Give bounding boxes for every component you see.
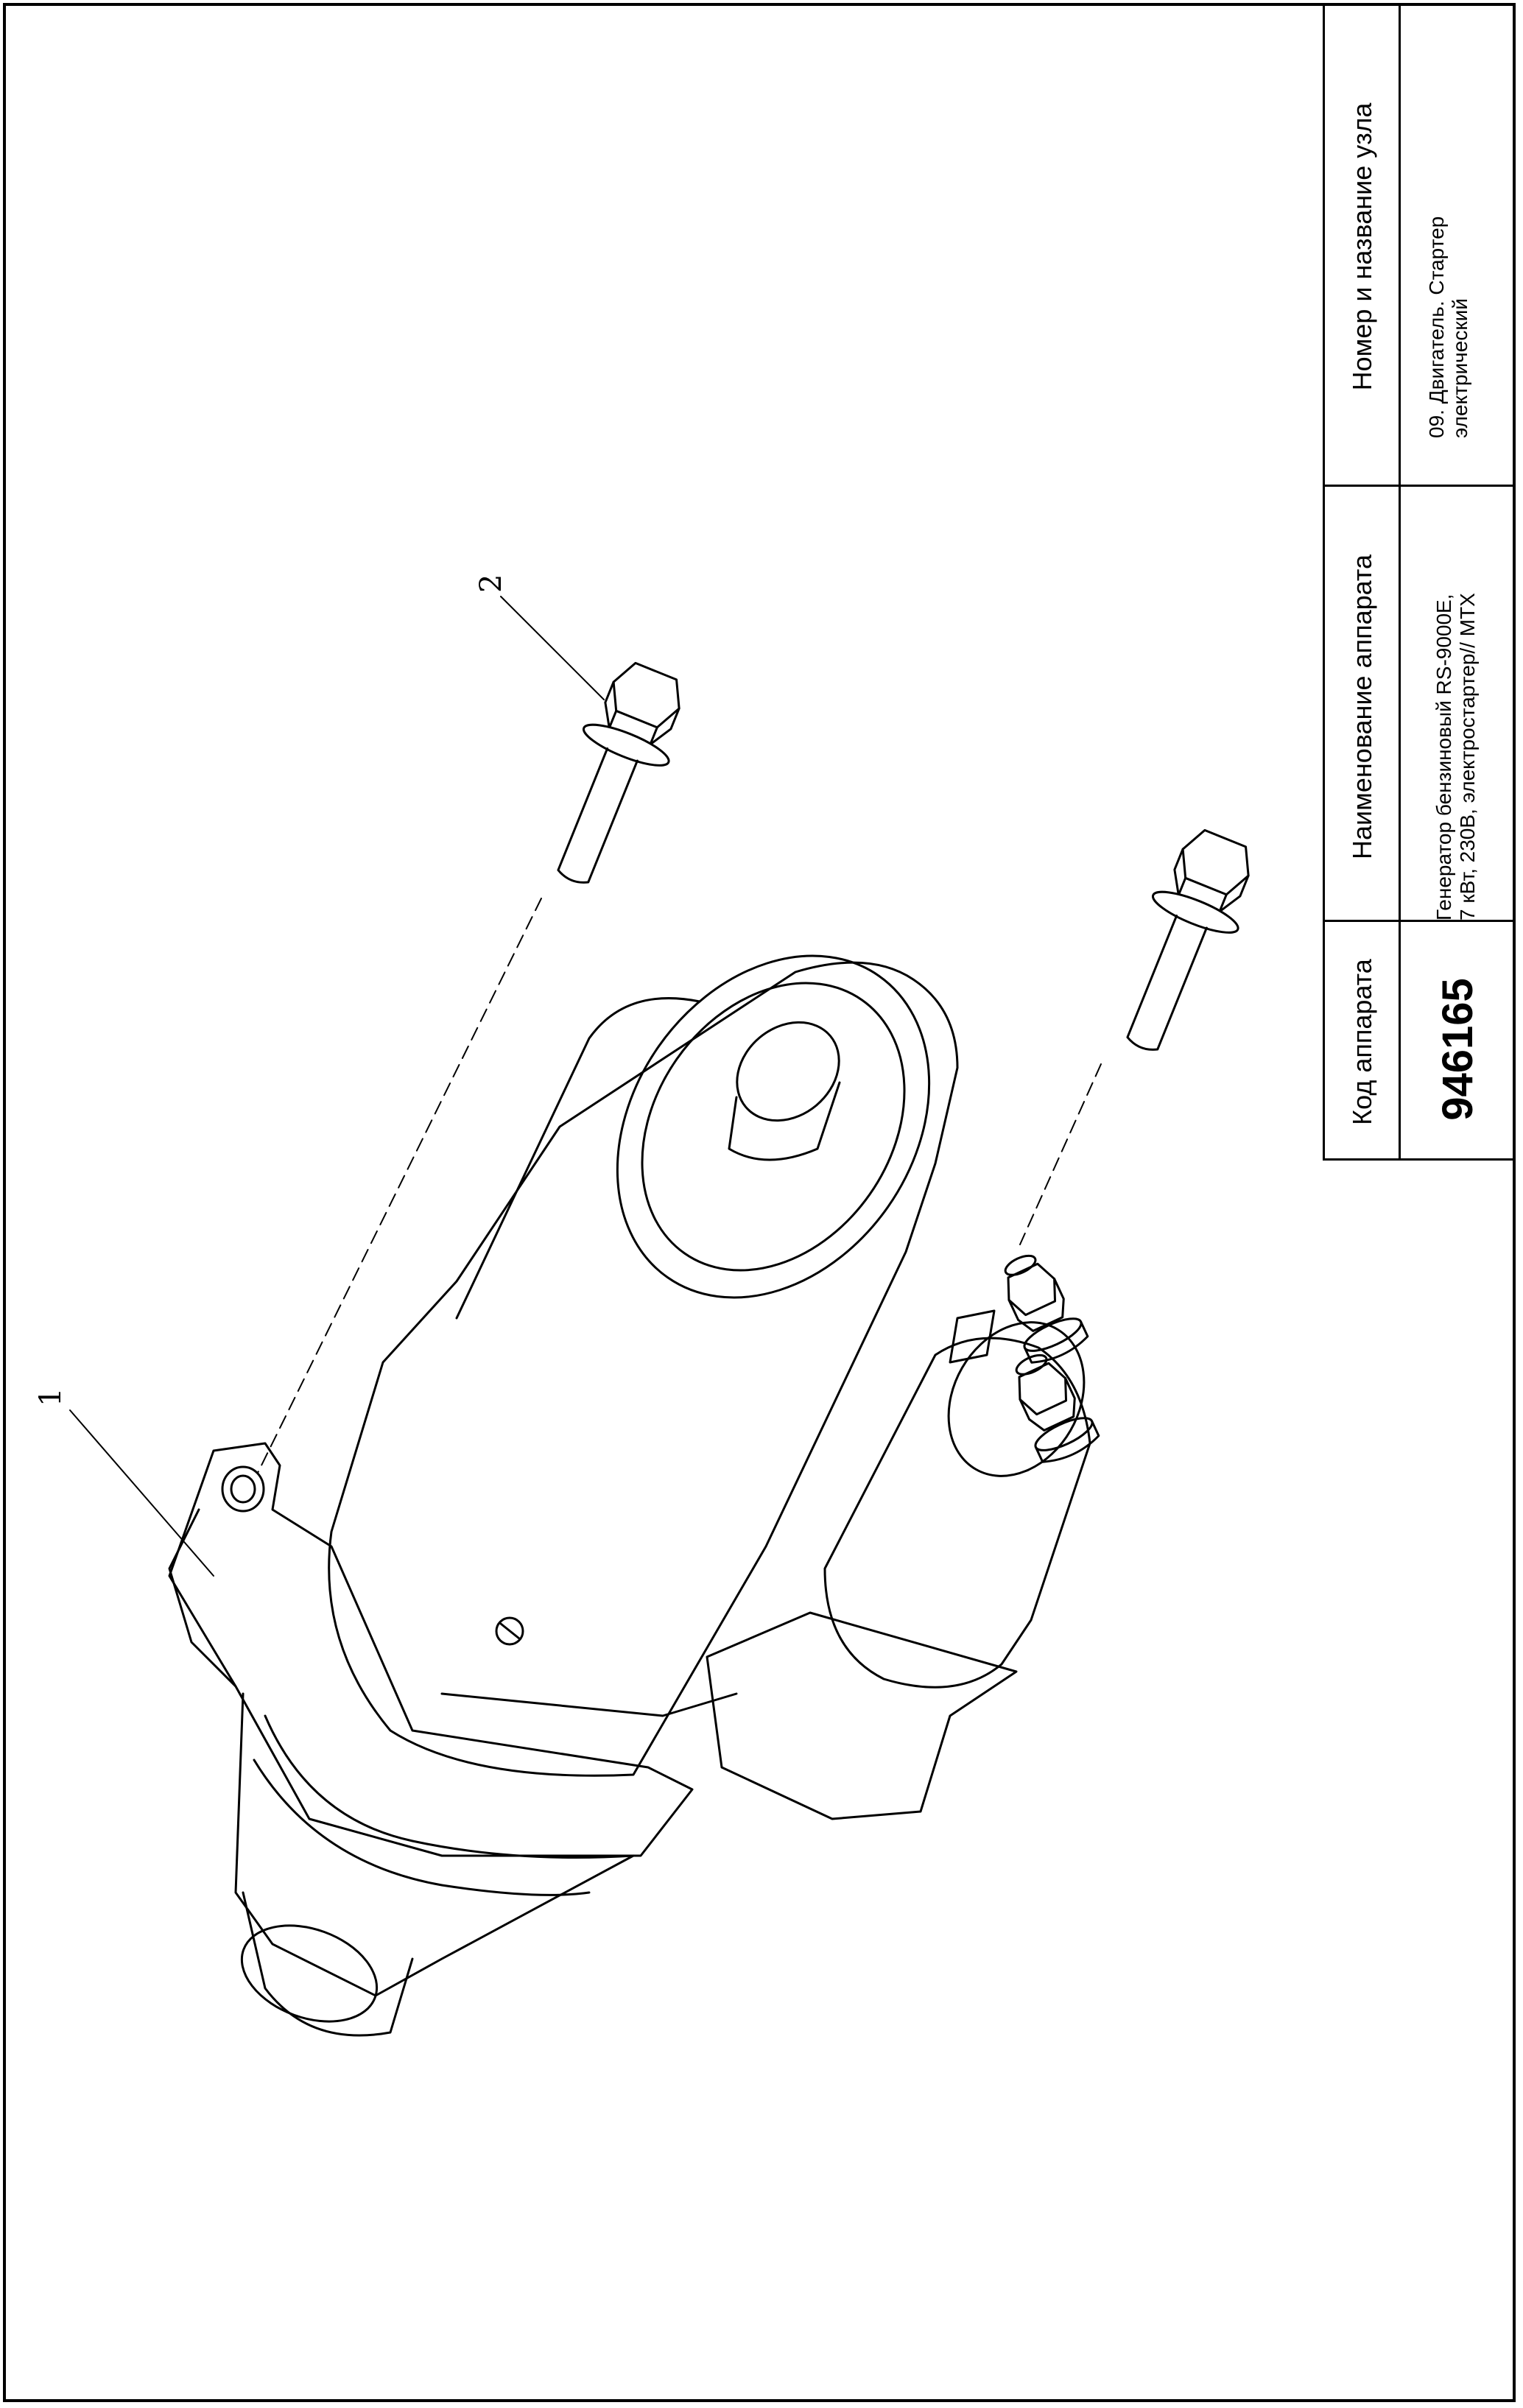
- flange-threaded-hole: [221, 1465, 265, 1513]
- motor-end-cap: [616, 954, 931, 1299]
- alignment-line-lower: [1019, 1063, 1102, 1245]
- motor-body: [328, 961, 959, 1777]
- mounting-flange: [168, 1442, 694, 1857]
- drive-end-cone: [234, 1692, 635, 1997]
- bolt-lower: [1126, 828, 1250, 1051]
- title-block-row-sep-2: [1323, 920, 1516, 922]
- alignment-line-upper: [257, 898, 542, 1474]
- callout-2-label: 2: [474, 574, 508, 593]
- title-block-value-column: [1399, 3, 1516, 1161]
- callout-2-leader: [500, 596, 605, 700]
- solenoid-body: [823, 1337, 1091, 1689]
- end-cap-boss: [736, 1021, 840, 1122]
- bolt-upper: [557, 661, 680, 884]
- solenoid-terminal-2: [1015, 1353, 1100, 1463]
- solenoid-terminal-1: [1004, 1254, 1089, 1364]
- solenoid-end: [947, 1321, 1086, 1477]
- sheet-frame: [3, 3, 1516, 2402]
- title-block-row-sep-1: [1323, 485, 1516, 487]
- body-screw: [495, 1616, 524, 1646]
- callout-1-label: 1: [34, 1388, 68, 1407]
- callout-1-leader: [69, 1409, 214, 1577]
- drive-end-face: [240, 1924, 379, 2023]
- solenoid-bracket: [706, 1611, 1018, 1820]
